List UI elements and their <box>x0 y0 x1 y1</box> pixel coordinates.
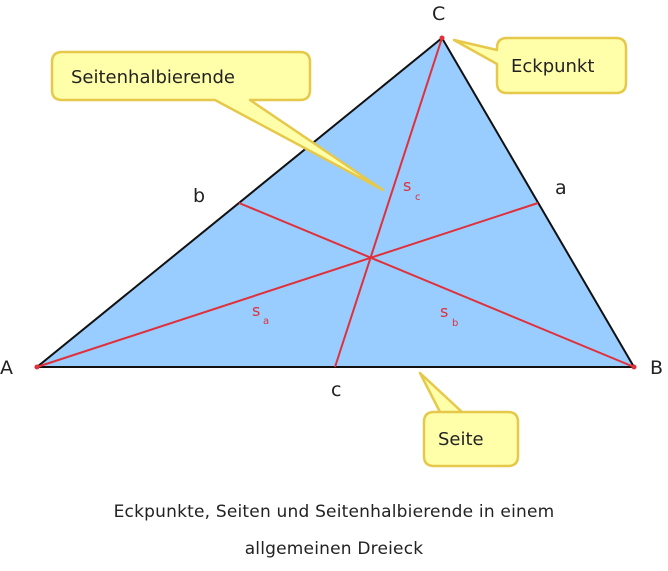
median-sb <box>238 202 635 368</box>
side-label-b: b <box>193 185 205 207</box>
median-sub-sa: a <box>263 316 269 327</box>
caption-line-1: Eckpunkte, Seiten und Seitenhalbierende … <box>113 502 555 522</box>
side-label-a: a <box>555 177 567 199</box>
median-label-sa: s <box>252 301 260 320</box>
callout-side-text: Seite <box>438 429 484 450</box>
callout-vertex: Eckpunkt <box>452 36 628 95</box>
vertex-dot-c <box>439 35 445 41</box>
vertex-dot-b <box>631 364 637 370</box>
median-sub-sc: c <box>415 192 421 203</box>
callout-median-text: Seitenhalbierende <box>71 67 235 88</box>
callout-vertex-text: Eckpunkt <box>511 56 594 77</box>
triangle-diagram: A B C a b c s a s b s c Seitenhalbierend… <box>0 3 663 468</box>
callout-median: Seitenhalbierende <box>50 50 385 192</box>
vertex-label-b: B <box>650 357 663 379</box>
side-label-c: c <box>331 379 341 401</box>
callout-side: Seite <box>418 371 520 468</box>
median-sub-sb: b <box>452 318 458 329</box>
median-label-sb: s <box>440 302 448 321</box>
caption-line-2: allgemeinen Dreieck <box>244 539 424 559</box>
median-sc <box>334 37 443 368</box>
vertex-dot-a <box>34 364 40 370</box>
vertex-label-c: C <box>432 3 445 25</box>
median-sa <box>36 202 539 368</box>
median-label-sc: s <box>403 176 411 195</box>
vertex-label-a: A <box>0 357 13 379</box>
